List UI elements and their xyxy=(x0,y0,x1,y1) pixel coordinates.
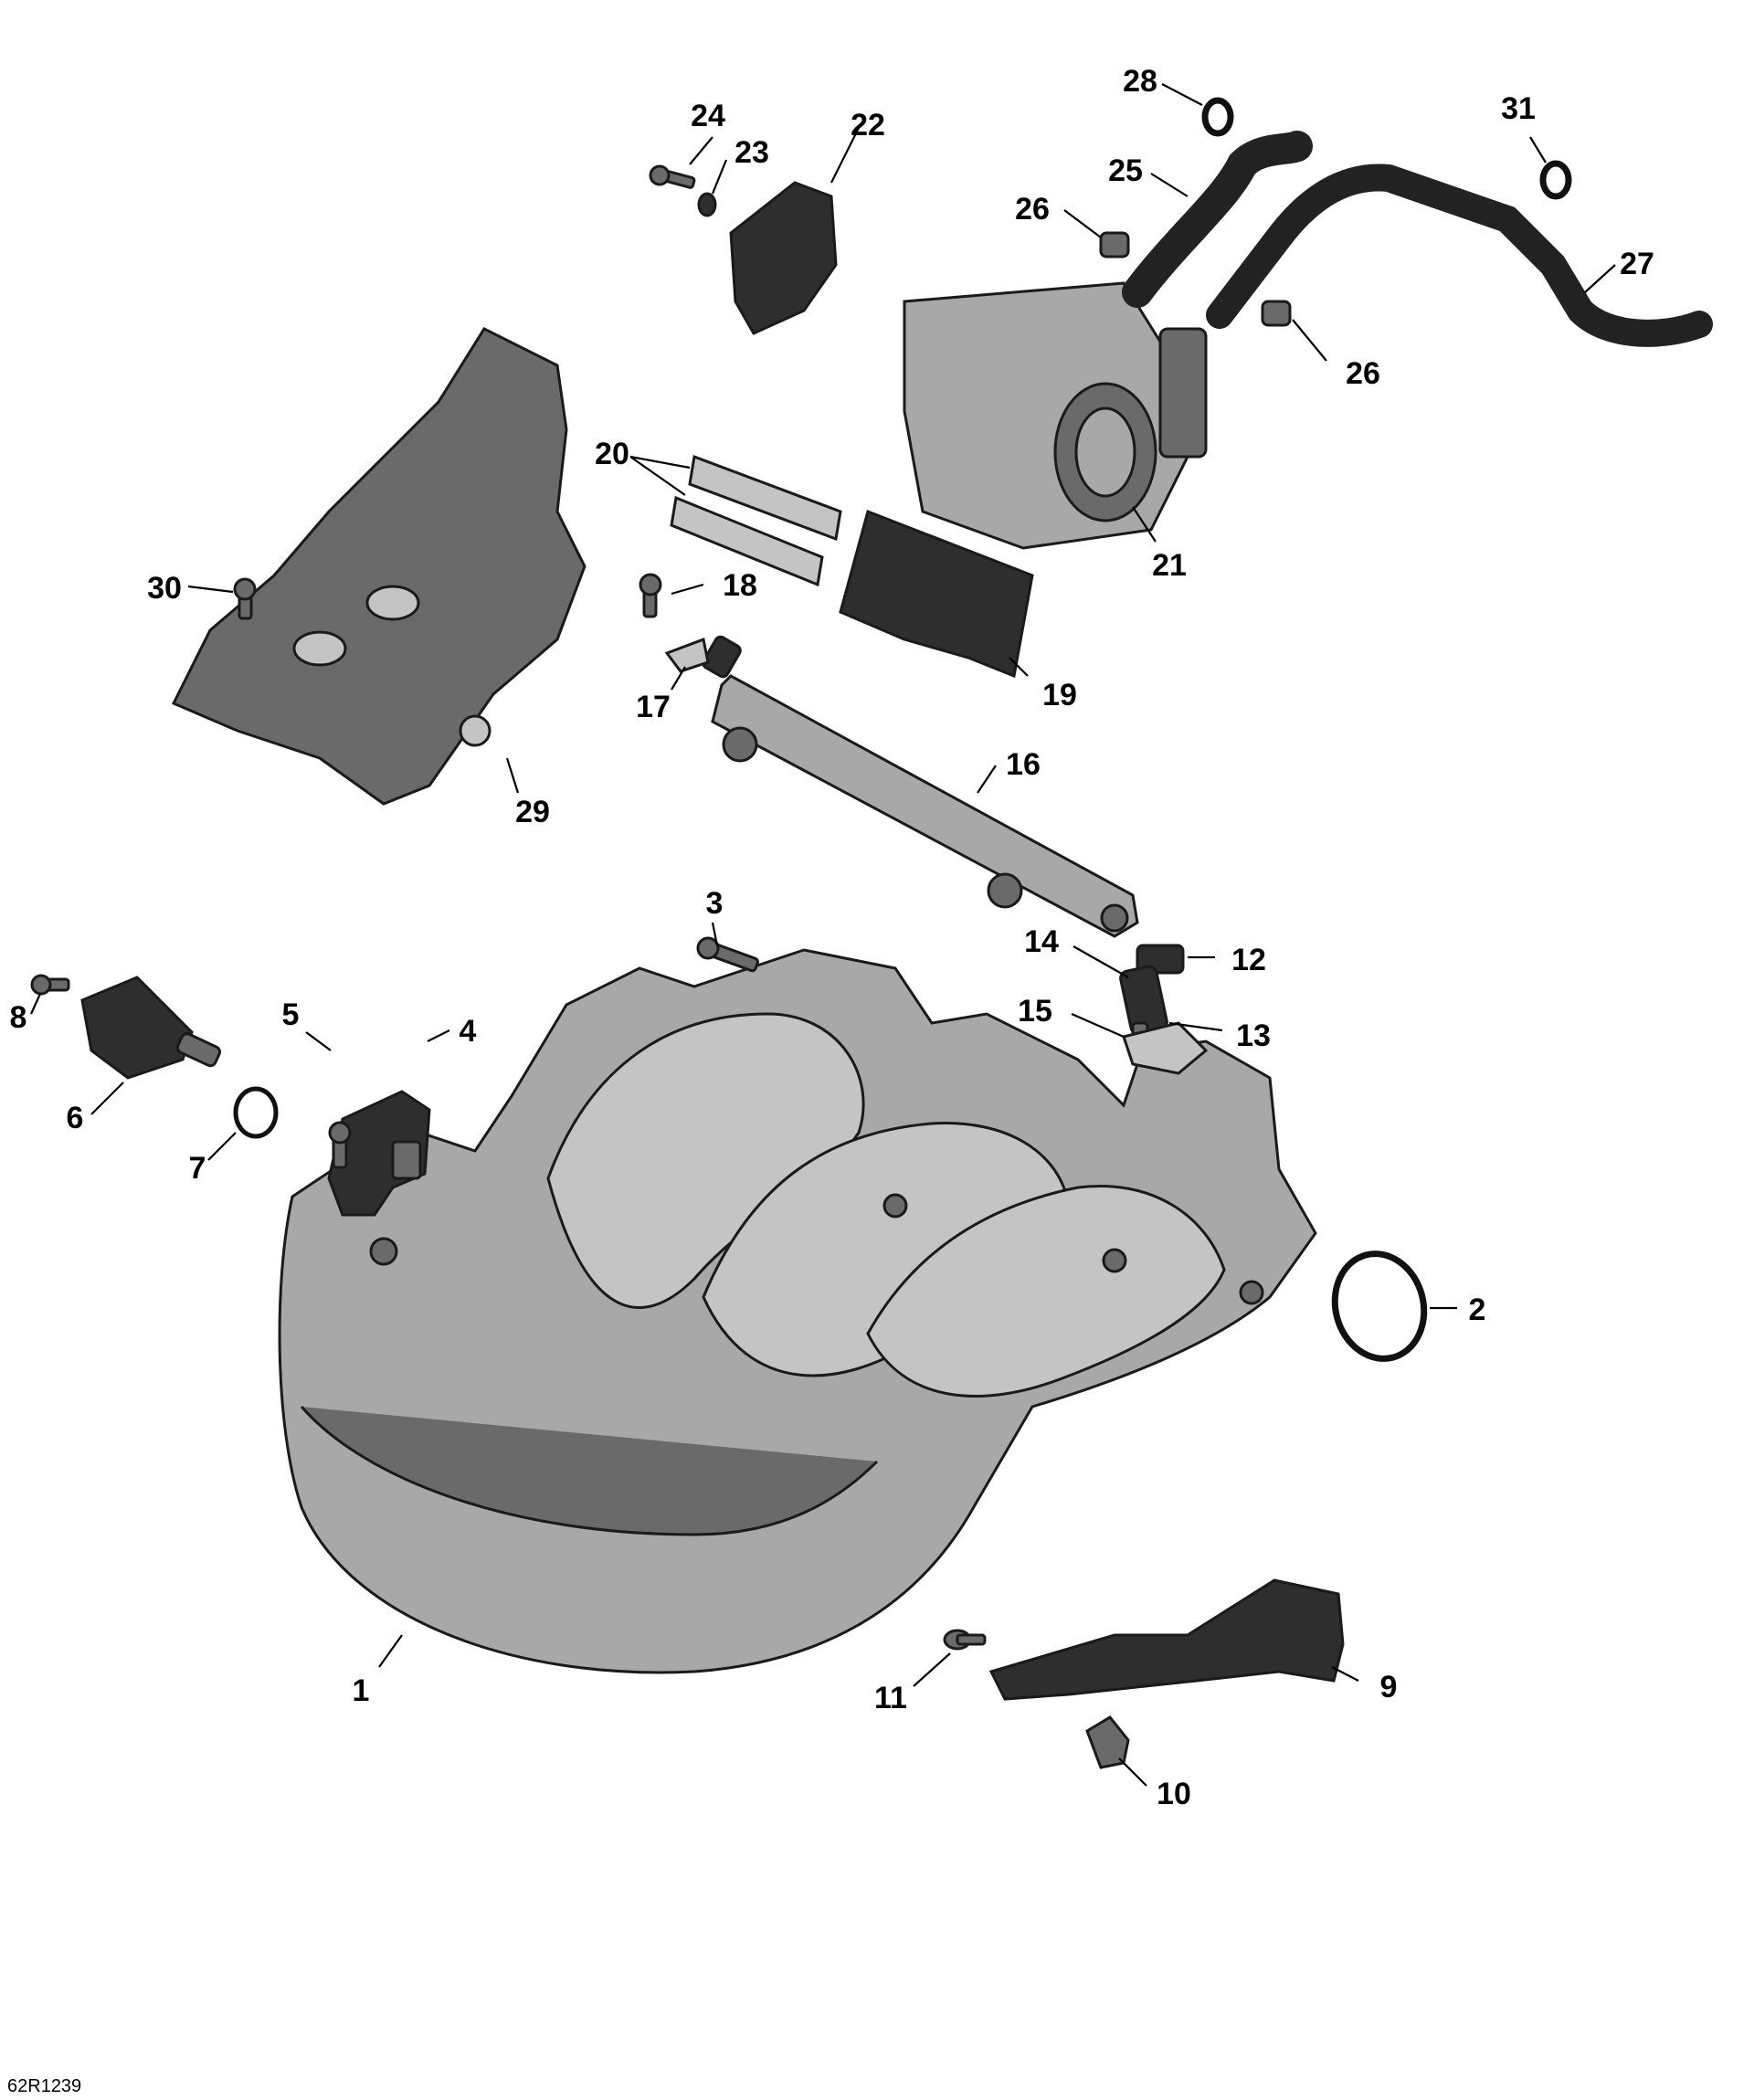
short-hose xyxy=(1122,131,1313,308)
map-sensor xyxy=(327,1090,431,1217)
rail-clamp xyxy=(664,635,742,679)
screw-18 xyxy=(639,573,662,618)
callout-13: 13 xyxy=(1236,1018,1271,1053)
callout-14: 14 xyxy=(1024,924,1059,959)
screw-5 xyxy=(328,1121,352,1169)
callout-labels: 1 2 3 4 5 6 7 8 9 10 11 12 13 14 15 16 1… xyxy=(10,64,1654,1811)
support-bracket xyxy=(988,1578,1345,1701)
screw-30 xyxy=(233,577,257,620)
callout-1: 1 xyxy=(353,1673,370,1708)
screw-3 xyxy=(696,936,759,973)
callout-15: 15 xyxy=(1018,994,1052,1029)
callout-16: 16 xyxy=(1006,747,1041,782)
callout-30: 30 xyxy=(147,571,182,606)
injector-clip xyxy=(1122,1021,1209,1075)
callout-22: 22 xyxy=(851,108,885,142)
callout-5: 5 xyxy=(282,997,300,1032)
callout-31: 31 xyxy=(1501,91,1536,126)
intake-manifold xyxy=(278,948,1317,1674)
callout-11: 11 xyxy=(874,1681,907,1715)
temperature-sensor xyxy=(80,976,222,1080)
callout-26b: 26 xyxy=(1346,356,1380,391)
callout-8: 8 xyxy=(10,1000,27,1035)
callout-9: 9 xyxy=(1380,1670,1398,1704)
manifold-cover xyxy=(171,327,586,806)
manifold-gasket xyxy=(1331,1251,1428,1362)
callout-23: 23 xyxy=(734,135,769,170)
callout-3: 3 xyxy=(706,886,724,921)
fuel-rail xyxy=(711,674,1139,938)
callout-19: 19 xyxy=(1042,678,1077,712)
clamp-ring-28 xyxy=(1201,97,1234,137)
hose-clamps xyxy=(670,454,842,587)
washer-23 xyxy=(697,192,717,217)
hose-clamp-26a xyxy=(1099,231,1130,259)
callout-27: 27 xyxy=(1620,247,1654,281)
callout-28: 28 xyxy=(1123,64,1157,99)
callout-25: 25 xyxy=(1108,153,1143,188)
callout-29: 29 xyxy=(515,795,550,829)
throttle-position-sensor xyxy=(729,181,838,335)
clip-nut xyxy=(1085,1715,1130,1769)
leader-lines xyxy=(29,83,1616,1787)
callout-21: 21 xyxy=(1152,548,1187,583)
callout-2: 2 xyxy=(1469,1293,1486,1327)
callout-7: 7 xyxy=(189,1151,206,1186)
drawing-code: 62R1239 xyxy=(7,2076,81,2096)
callout-4: 4 xyxy=(460,1014,477,1049)
callout-10: 10 xyxy=(1157,1777,1191,1811)
long-hose xyxy=(1206,164,1713,347)
callout-12: 12 xyxy=(1231,943,1266,977)
callout-6: 6 xyxy=(67,1101,84,1135)
callout-17: 17 xyxy=(636,690,671,724)
throttle-body xyxy=(903,281,1208,550)
callout-24: 24 xyxy=(691,99,725,133)
clamp-ring-31 xyxy=(1539,160,1572,200)
o-ring-7 xyxy=(233,1086,279,1139)
callout-26a: 26 xyxy=(1015,192,1050,227)
screw-8 xyxy=(30,974,70,996)
callout-20: 20 xyxy=(595,437,629,471)
bolt-11 xyxy=(943,1629,987,1651)
throttle-coupler xyxy=(839,509,1034,679)
hose-clamp-26b xyxy=(1261,300,1292,327)
callout-18: 18 xyxy=(723,568,757,603)
screw-24 xyxy=(649,164,696,189)
